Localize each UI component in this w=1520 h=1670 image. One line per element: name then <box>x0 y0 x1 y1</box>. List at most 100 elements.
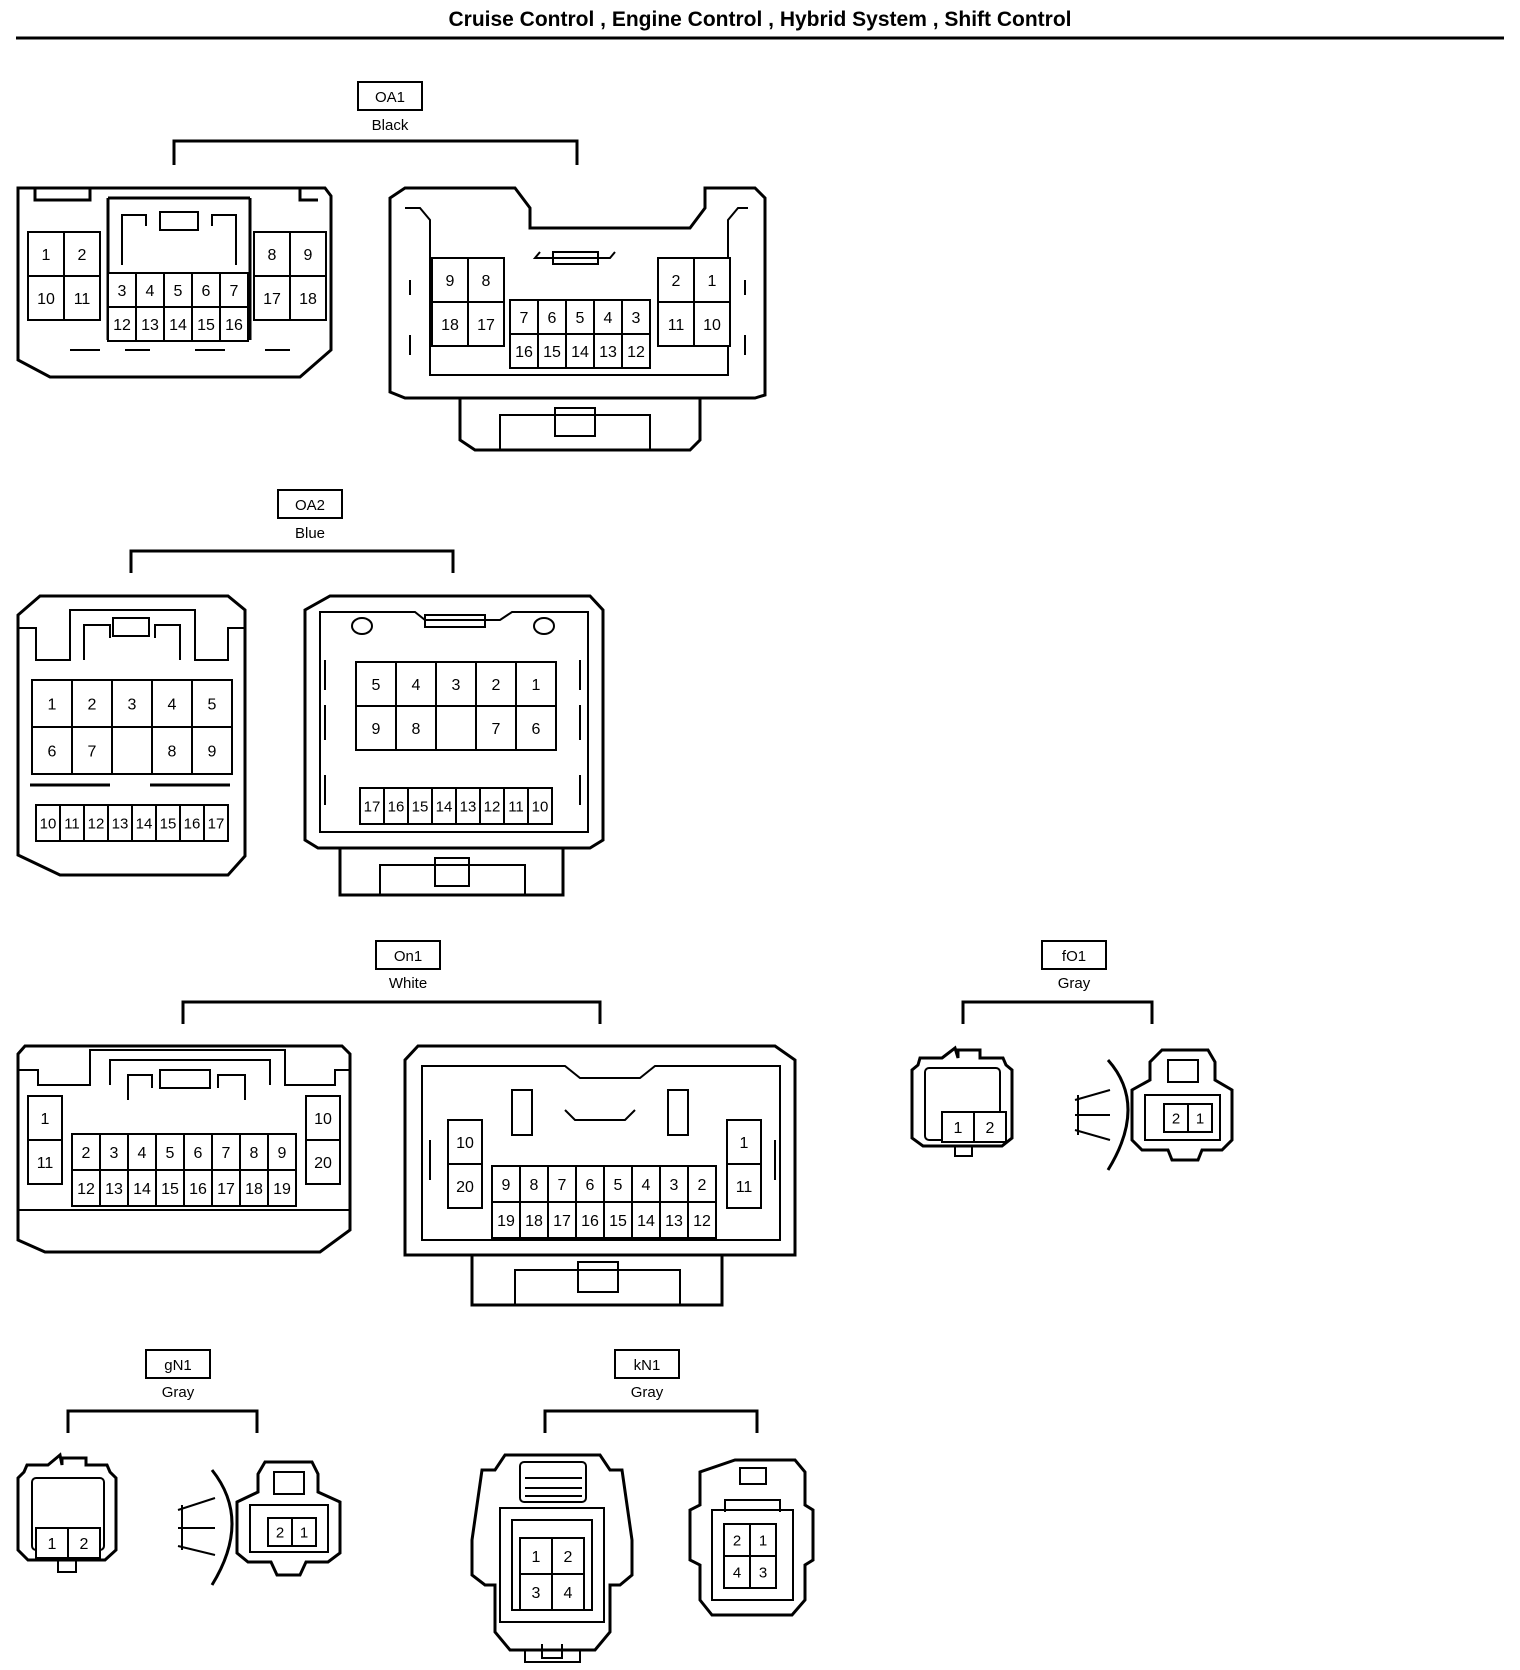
pin-number: 16 <box>184 815 201 832</box>
pin-cell: 2 <box>475 661 517 707</box>
pin-cell: 20 <box>305 1139 341 1185</box>
pin-cell: 13 <box>659 1201 689 1239</box>
pin-cell: 1 <box>519 1537 553 1575</box>
connector-code-label: fO1 <box>1062 948 1086 965</box>
pin-cell: 8 <box>253 231 291 277</box>
pin-cell: 8 <box>467 257 505 303</box>
pin-cell: 1 <box>1187 1103 1213 1133</box>
pin-cell: 10 <box>447 1119 483 1165</box>
pin-number: 2 <box>276 1524 284 1541</box>
pin-cell: 9 <box>355 705 397 751</box>
pin-cell: 17 <box>203 804 229 842</box>
pin-number: 18 <box>525 1213 543 1230</box>
pin-cell: 7 <box>509 299 539 335</box>
pin-number: 11 <box>668 317 685 334</box>
connector-kN1-male-view <box>688 1458 815 1617</box>
pin-number: 3 <box>110 1145 119 1162</box>
pin-cell: 2 <box>63 231 101 277</box>
pin-number: 2 <box>733 1532 741 1549</box>
pin-number: 7 <box>492 721 501 738</box>
pin-cell: 4 <box>395 661 437 707</box>
pin-number: 5 <box>576 310 585 327</box>
pin-cell: 1 <box>27 1095 63 1141</box>
pin-cell: 4 <box>551 1573 585 1611</box>
pin-cell: 15 <box>155 804 181 842</box>
pin-number: 12 <box>113 317 131 334</box>
pin-cell: 1 <box>726 1119 762 1165</box>
pin-cell: 7 <box>475 705 517 751</box>
pin-number: 16 <box>225 317 243 334</box>
pin-cell: 16 <box>383 787 409 825</box>
pin-cell: 14 <box>565 333 595 369</box>
pin-cell: 4 <box>593 299 623 335</box>
pin-cell: 18 <box>239 1169 269 1207</box>
pin-number: 10 <box>703 317 721 334</box>
pin-cell: 14 <box>431 787 457 825</box>
pin-number: 2 <box>88 696 97 713</box>
connector-color-label: Gray <box>631 1384 664 1401</box>
pin-cell: 1 <box>749 1523 777 1557</box>
pin-cell: 9 <box>491 1165 521 1203</box>
pin-number: 2 <box>80 1536 89 1553</box>
connector-OA2-male-view <box>303 594 605 897</box>
pin-number: 9 <box>446 273 455 290</box>
pin-cell: 3 <box>659 1165 689 1203</box>
pin-number: 2 <box>564 1549 573 1566</box>
pin-number: 7 <box>230 283 239 300</box>
pin-number: 10 <box>37 291 55 308</box>
pin-cell: 1 <box>291 1517 317 1547</box>
pin-number: 2 <box>698 1177 707 1194</box>
pin-number: 17 <box>553 1213 571 1230</box>
pin-cell: 1 <box>35 1527 69 1559</box>
pin-cell: 10 <box>27 275 65 321</box>
pin-cell: 5 <box>565 299 595 335</box>
pin-cell: 15 <box>603 1201 633 1239</box>
pin-cell: 10 <box>527 787 553 825</box>
pin-cell: 7 <box>71 726 113 775</box>
pin-cell: 16 <box>183 1169 213 1207</box>
pin-number: 1 <box>48 696 57 713</box>
pin-number: 14 <box>133 1181 151 1198</box>
pin-cell: 14 <box>631 1201 661 1239</box>
pin-number: 8 <box>268 247 277 264</box>
pin-number: 9 <box>502 1177 511 1194</box>
pin-cell: 11 <box>726 1163 762 1209</box>
pin-cell: 13 <box>135 306 165 342</box>
pin-number: 2 <box>986 1120 995 1137</box>
cavity-blank <box>111 726 153 775</box>
pin-number: 5 <box>166 1145 175 1162</box>
pin-cell: 6 <box>183 1133 213 1171</box>
pin-number: 1 <box>532 677 541 694</box>
connector-color-label: Gray <box>1058 975 1091 992</box>
pin-number: 6 <box>194 1145 203 1162</box>
pin-cell: 13 <box>455 787 481 825</box>
pin-cell: 7 <box>211 1133 241 1171</box>
pin-number: 16 <box>189 1181 207 1198</box>
pin-number: 7 <box>222 1145 231 1162</box>
pin-number: 3 <box>632 310 641 327</box>
pin-cell: 3 <box>107 272 137 308</box>
pin-number: 14 <box>571 344 589 361</box>
connector-code-label: gN1 <box>164 1357 192 1374</box>
pin-cell: 6 <box>515 705 557 751</box>
pin-cell: 1 <box>31 679 73 728</box>
pin-cell: 3 <box>621 299 651 335</box>
pin-cell: 16 <box>219 306 249 342</box>
pin-number: 5 <box>614 1177 623 1194</box>
pin-number: 20 <box>314 1155 332 1172</box>
pin-number: 17 <box>208 815 225 832</box>
pin-number: 4 <box>733 1564 741 1581</box>
pin-cell: 2 <box>67 1527 101 1559</box>
pin-cell: 2 <box>973 1111 1007 1143</box>
pin-cell: 15 <box>191 306 221 342</box>
connector-code-label: OA2 <box>295 497 325 514</box>
pin-number: 3 <box>452 677 461 694</box>
pin-cell: 5 <box>191 679 233 728</box>
pin-cell: 13 <box>99 1169 129 1207</box>
pin-number: 14 <box>136 815 153 832</box>
pin-cell: 11 <box>657 301 695 347</box>
connector-OA1-female-view <box>16 186 333 379</box>
